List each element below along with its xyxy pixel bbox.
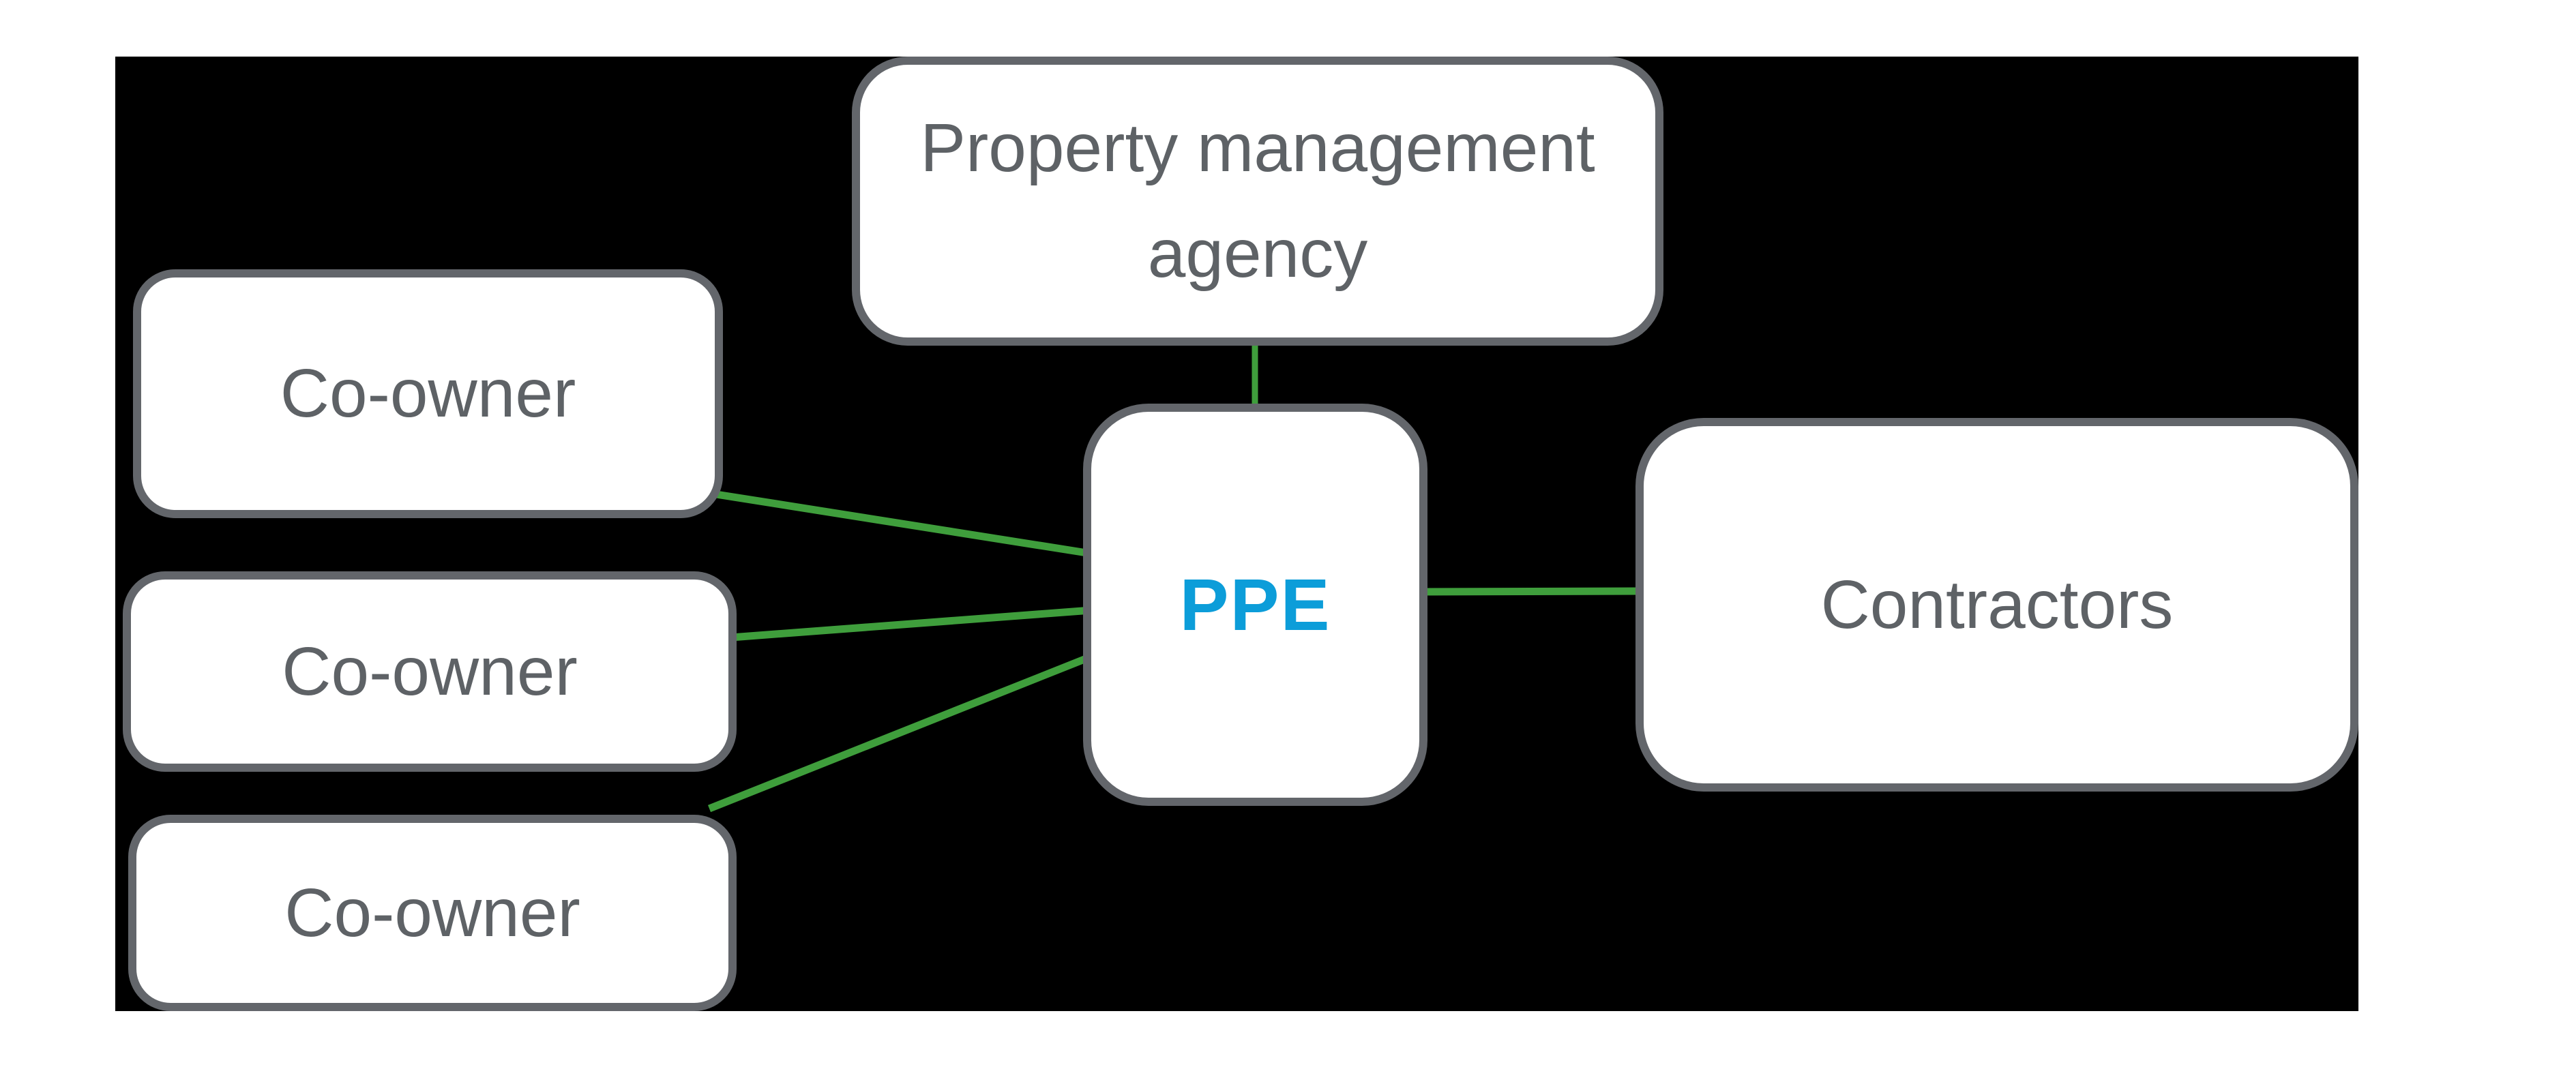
node-co-owner-3-label: Co-owner — [284, 874, 580, 951]
node-co-owner-1: Co-owner — [133, 269, 723, 518]
node-co-owner-2-label: Co-owner — [282, 633, 578, 710]
node-co-owner-2: Co-owner — [123, 571, 737, 772]
node-co-owner-3: Co-owner — [128, 815, 737, 1011]
node-property-management-agency: Property management agency — [852, 57, 1663, 346]
node-contractors-label: Contractors — [1820, 566, 2174, 643]
node-co-owner-1-label: Co-owner — [280, 355, 576, 432]
node-contractors: Contractors — [1635, 418, 2358, 792]
node-ppe-label: PPE — [1179, 563, 1331, 646]
node-property-management-agency-label: Property management agency — [920, 110, 1595, 292]
node-ppe: PPE — [1083, 404, 1427, 806]
